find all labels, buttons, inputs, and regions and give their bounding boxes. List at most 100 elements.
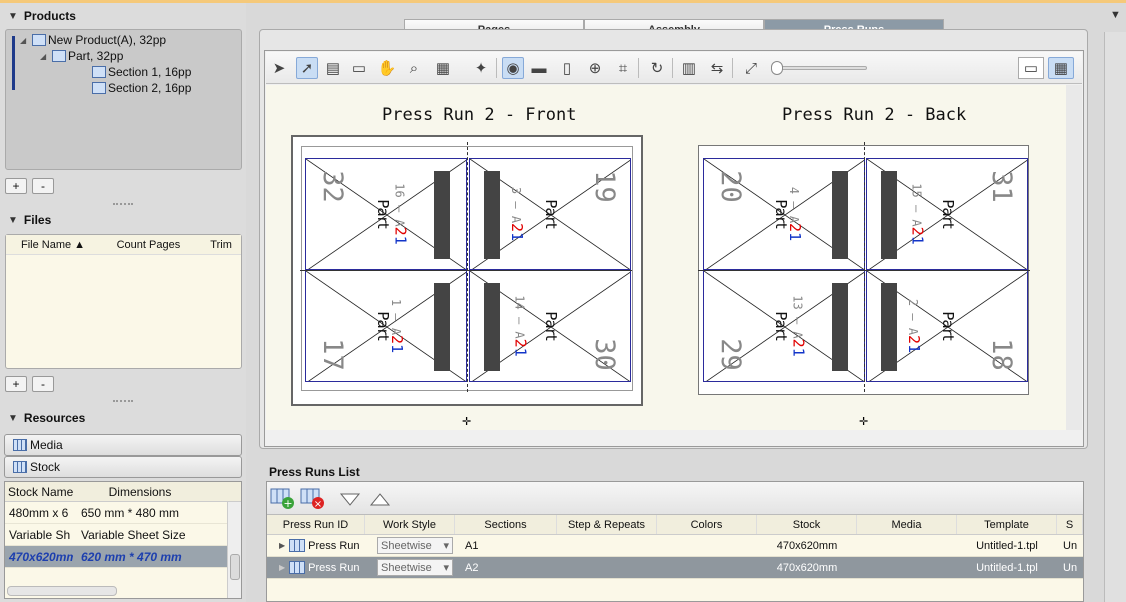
col-count-pages[interactable]: Count Pages <box>116 238 181 251</box>
remove-product-button[interactable]: - <box>32 178 54 194</box>
crosshair-icon[interactable]: ⊕ <box>588 60 602 77</box>
signature-mark: 3 – A21 <box>508 186 527 242</box>
layout-swap-icon[interactable]: ⇆ <box>710 60 724 77</box>
expand-arrow-icon[interactable]: ▶ <box>279 563 286 572</box>
single-view-icon[interactable]: ▭ <box>1018 57 1044 79</box>
stock-accordion[interactable]: Stock <box>4 456 242 478</box>
products-header[interactable]: ▼ Products <box>8 9 76 23</box>
splitter-grip[interactable] <box>113 203 133 207</box>
tree-node-part[interactable]: ◢ Part, 32pp <box>40 49 124 63</box>
files-header[interactable]: ▼ Files <box>8 213 51 227</box>
col-colors[interactable]: Colors <box>657 515 757 534</box>
resources-header[interactable]: ▼ Resources <box>8 411 85 425</box>
col-s[interactable]: S <box>1057 515 1083 534</box>
svg-text:×: × <box>314 499 322 510</box>
sub-select-icon[interactable]: ➚ <box>296 57 318 79</box>
tree-node-section-1[interactable]: Section 1, 16pp <box>92 65 191 79</box>
delete-press-run-icon[interactable]: × <box>299 486 325 510</box>
stock-vertical-scrollbar[interactable] <box>227 502 241 598</box>
work-style-select[interactable]: Sheetwise▾ <box>377 559 453 576</box>
page-move-icon[interactable]: ▭ <box>351 60 367 77</box>
splitter-grip[interactable] <box>113 400 133 404</box>
work-style-select[interactable]: Sheetwise▾ <box>377 537 453 554</box>
collapse-triangle-icon[interactable]: ▼ <box>8 10 18 22</box>
stock-horizontal-scrollbar[interactable] <box>7 586 117 596</box>
col-stock-name[interactable]: Stock Name <box>8 484 74 499</box>
remove-file-button[interactable]: - <box>32 376 54 392</box>
toolbar-separator <box>496 58 497 78</box>
magic-wand-icon[interactable]: ✦ <box>474 60 488 77</box>
page-select-icon[interactable]: ▤ <box>325 60 341 77</box>
grid-view-icon[interactable]: ▦ <box>1048 57 1074 79</box>
stock-row[interactable]: Variable Sh Variable Sheet Size <box>5 524 241 546</box>
signature-mark: 13 – A21 <box>789 295 808 357</box>
rotate-icon[interactable]: ↻ <box>650 60 664 77</box>
ruler-icon[interactable]: ▬ <box>531 59 547 77</box>
col-template[interactable]: Template <box>957 515 1057 534</box>
col-work-style[interactable]: Work Style <box>365 515 455 534</box>
zoom-fit-icon[interactable]: ⤢ <box>744 59 757 77</box>
add-file-button[interactable]: + <box>5 376 27 392</box>
col-trim[interactable]: Trim <box>210 238 232 251</box>
media-accordion[interactable]: Media <box>4 434 242 456</box>
toolbar-separator <box>638 58 639 78</box>
dropdown-arrow-icon: ▾ <box>443 562 449 574</box>
toolbar-separator <box>732 58 733 78</box>
press-runs-list[interactable]: + × Press Run ID Work Style Sections Ste… <box>266 481 1084 602</box>
col-media[interactable]: Media <box>857 515 957 534</box>
col-press-run-id[interactable]: Press Run ID <box>267 515 365 534</box>
crop-marks-icon[interactable]: ⌗ <box>618 59 628 77</box>
col-stock[interactable]: Stock <box>757 515 857 534</box>
signature-mark: 2 – A21 <box>905 298 924 354</box>
part-label: Part <box>938 199 957 229</box>
canvas-scrollbar[interactable] <box>1066 85 1082 430</box>
collapse-triangle-icon[interactable]: ▼ <box>1110 9 1121 21</box>
zoom-slider[interactable] <box>771 61 867 75</box>
add-product-button[interactable]: + <box>5 178 27 194</box>
move-down-icon[interactable] <box>337 486 363 510</box>
product-icon <box>32 34 46 46</box>
expand-arrow-icon[interactable]: ▶ <box>279 541 286 550</box>
add-press-run-icon[interactable]: + <box>269 486 295 510</box>
eye-icon[interactable]: ◉ <box>502 57 524 79</box>
zoom-icon[interactable]: ⌕ <box>409 59 419 77</box>
col-step-repeats[interactable]: Step & Repeats <box>557 515 657 534</box>
col-sections[interactable]: Sections <box>455 515 557 534</box>
tree-node-product[interactable]: ◢ New Product(A), 32pp <box>20 33 167 47</box>
page-number: 31 <box>985 170 1017 203</box>
expand-arrow-icon[interactable]: ◢ <box>40 51 47 61</box>
col-file-name[interactable]: File Name ▲ <box>21 238 86 251</box>
expand-arrow-icon[interactable]: ◢ <box>20 35 27 45</box>
marquee-dropdown-icon[interactable]: ▦ <box>435 60 451 77</box>
spine-bar <box>881 171 897 259</box>
press-run-row-selected[interactable]: ▶Press Run Sheetwise▾ A2 470x620mm Untit… <box>267 557 1083 579</box>
col-dimensions[interactable]: Dimensions <box>108 484 172 499</box>
page-number: 29 <box>714 338 746 371</box>
move-up-icon[interactable] <box>367 486 393 510</box>
zoom-slider-knob[interactable] <box>771 61 783 75</box>
media-grid-icon <box>13 439 27 451</box>
hand-icon[interactable]: ✋ <box>377 60 397 77</box>
press-run-icon <box>289 539 306 552</box>
stock-table[interactable]: Stock Name Dimensions 480mm x 6 650 mm *… <box>4 481 242 599</box>
stock-row-selected[interactable]: 470x620mm 620 mm * 470 mm <box>5 546 241 568</box>
press-run-row[interactable]: ▶Press Run Sheetwise▾ A1 470x620mm Untit… <box>267 535 1083 557</box>
layout-grid-icon[interactable]: ▥ <box>681 60 697 77</box>
scroll-thumb[interactable] <box>230 554 240 580</box>
arrow-select-icon[interactable]: ➤ <box>272 60 286 77</box>
products-tree[interactable]: ◢ New Product(A), 32pp ◢ Part, 32pp Sect… <box>5 29 242 170</box>
collapse-triangle-icon[interactable]: ▼ <box>8 412 18 424</box>
tree-node-section-2[interactable]: Section 2, 16pp <box>92 81 191 95</box>
files-table[interactable]: File Name ▲ Count Pages Trim <box>5 234 242 369</box>
stock-row[interactable]: 480mm x 6 650 mm * 480 mm <box>5 502 241 524</box>
sheet-icon[interactable]: ▯ <box>562 60 572 77</box>
collapse-triangle-icon[interactable]: ▼ <box>8 214 18 226</box>
